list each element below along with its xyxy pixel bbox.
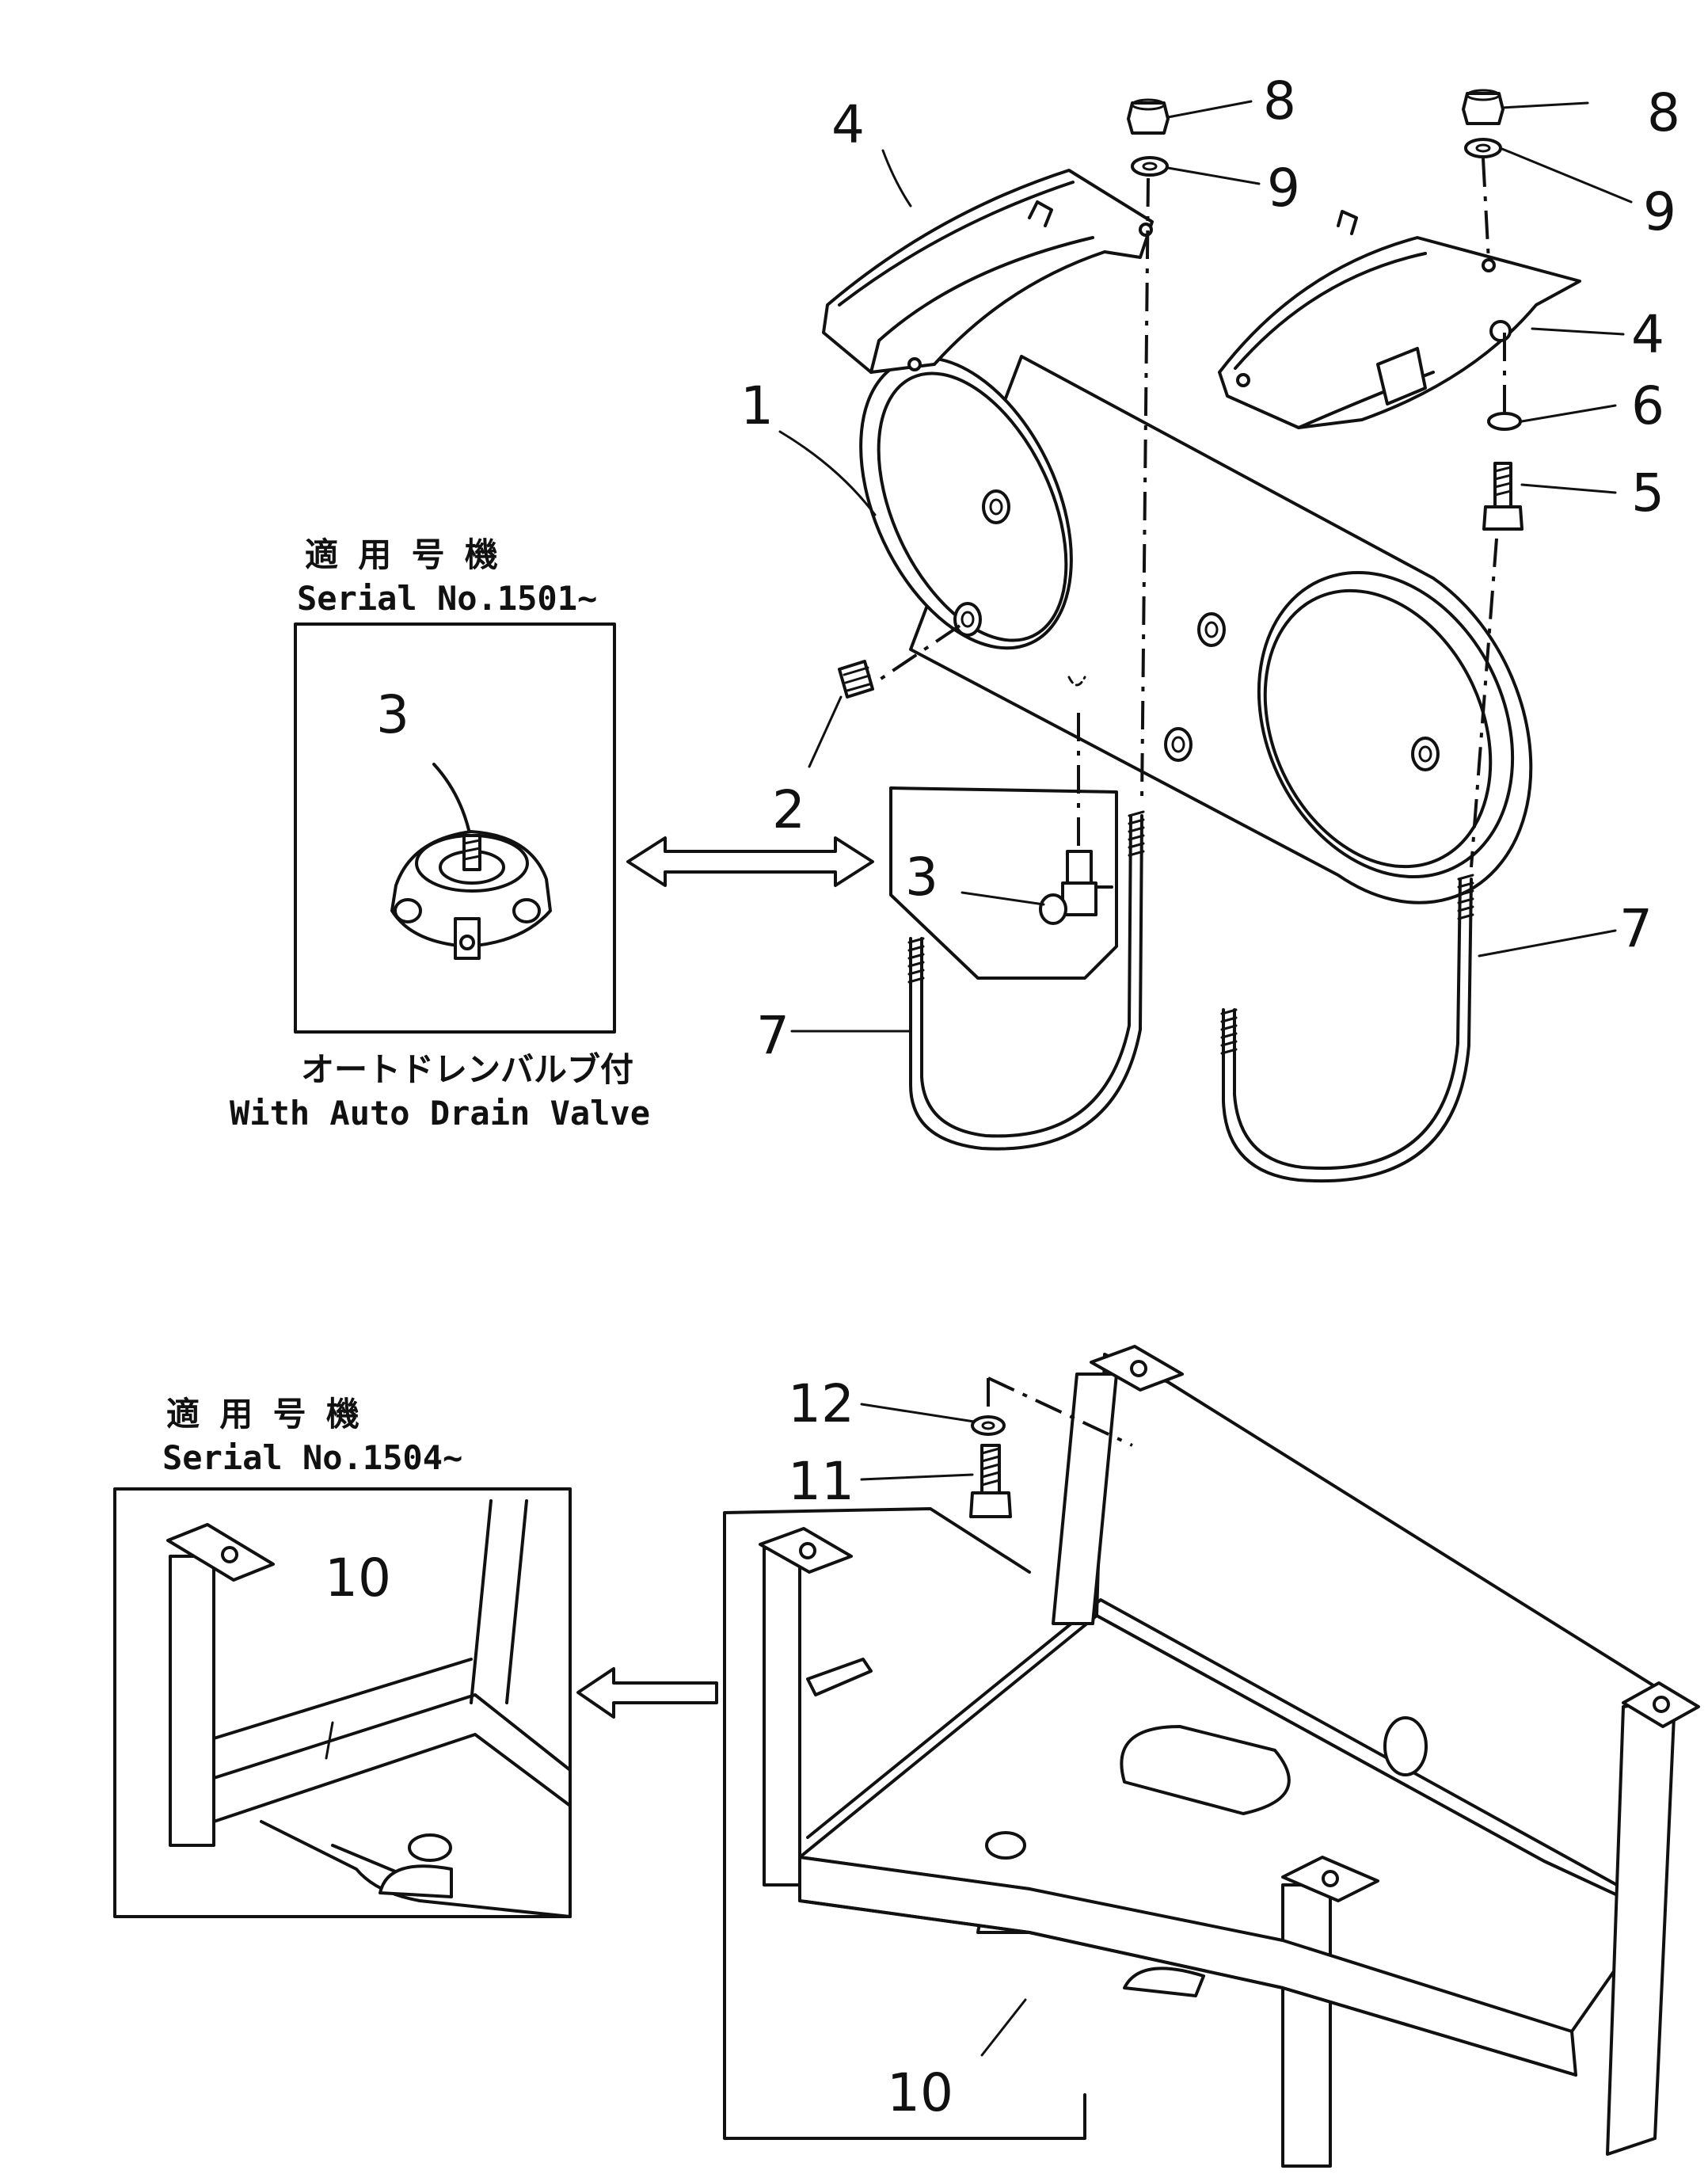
- callout-10-main: 10: [887, 2062, 953, 2123]
- assembly-line-bottom: [987, 1376, 1133, 1447]
- callout-9-right: 9: [1643, 181, 1676, 242]
- callout-4-right: 4: [1631, 304, 1664, 365]
- inset-bottom-applicable-label: 適 用 号 機: [166, 1395, 359, 1433]
- callout-7-left: 7: [756, 1005, 789, 1066]
- callout-4-left: 4: [831, 94, 865, 155]
- tank-mount-frame: [759, 1345, 1700, 2168]
- washer-left: [1131, 156, 1169, 177]
- nut-right: [1462, 89, 1504, 125]
- callout-2: 2: [772, 779, 805, 840]
- inset-top-caption-en: With Auto Drain Valve: [230, 1094, 650, 1133]
- assembly-lines-top: [876, 158, 1506, 868]
- leader-lines-bottom: [860, 1403, 1027, 2057]
- leader-lines-top: [778, 100, 1633, 1033]
- callout-5: 5: [1631, 463, 1664, 524]
- callout-1: 1: [740, 375, 774, 436]
- drain-detail-frame: [889, 786, 1118, 980]
- callout-8-left: 8: [1263, 70, 1296, 131]
- callout-8-right: 8: [1647, 82, 1680, 143]
- washer-right: [1464, 138, 1502, 158]
- inset-arrow: [576, 1667, 718, 1719]
- u-bolt-right: [1220, 874, 1474, 1183]
- inset-frame-detail: [113, 1487, 572, 1918]
- callout-10-inset: 10: [325, 1548, 391, 1609]
- bolt-5: [1482, 462, 1524, 531]
- callout-12: 12: [788, 1373, 854, 1434]
- inset-top-serial-label: Serial No.1501~: [297, 579, 597, 618]
- inset-bottom-serial-label: Serial No.1504~: [162, 1438, 462, 1477]
- callout-11: 11: [788, 1451, 854, 1512]
- callout-7-right: 7: [1619, 898, 1653, 959]
- inset-auto-drain-valve: [294, 623, 616, 1034]
- bottom-detail-frame: [723, 1507, 1086, 2140]
- callout-6: 6: [1631, 375, 1664, 436]
- u-bolt-left: [907, 810, 1145, 1151]
- callout-9-left: 9: [1267, 158, 1300, 219]
- callout-3-main: 3: [905, 847, 938, 908]
- inset-top-applicable-label: 適 用 号 機: [305, 535, 498, 574]
- callout-3-inset: 3: [376, 684, 409, 745]
- nut-left: [1127, 98, 1170, 135]
- washer-12: [971, 1415, 1006, 1436]
- bolt-11: [969, 1444, 1012, 1518]
- tank-band-bracket-left: [822, 169, 1154, 374]
- inset-top-caption-jp: オートドレンバルブ付: [301, 1050, 633, 1089]
- washer-6: [1487, 412, 1522, 431]
- drain-cock-3: [1039, 850, 1113, 925]
- air-tank: [859, 355, 1533, 904]
- plug-2: [838, 660, 874, 699]
- double-arrow: [626, 836, 874, 887]
- tank-band-bracket-right: [1218, 210, 1581, 429]
